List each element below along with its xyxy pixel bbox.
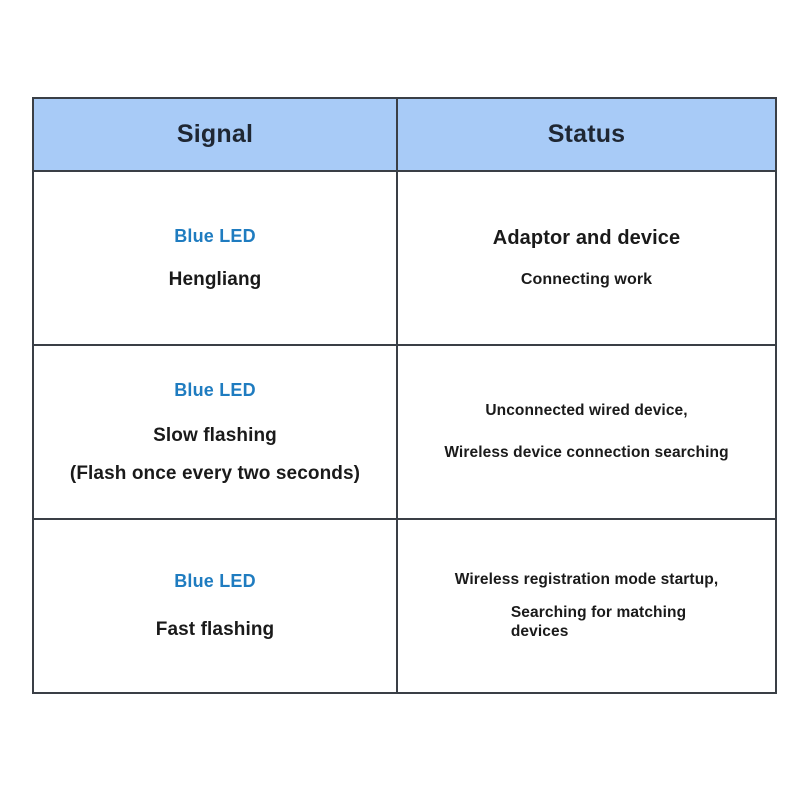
signal-description: Hengliang (168, 268, 262, 290)
signal-status-table-container: Signal Status Blue LED Hengliang Adaptor… (32, 97, 777, 694)
signal-description: Slow flashing (153, 424, 277, 446)
table-row: Blue LED Slow flashing (Flash once every… (32, 344, 777, 520)
column-header-signal: Signal (32, 97, 398, 172)
table-header-row: Signal Status (32, 97, 777, 172)
status-secondary-text: Searching for matching (510, 603, 687, 621)
table-row: Blue LED Fast flashing Wireless registra… (32, 518, 777, 694)
signal-status-table: Signal Status Blue LED Hengliang Adaptor… (32, 97, 777, 694)
cell-status-row-2: Unconnected wired device, Wireless devic… (396, 344, 777, 520)
signal-description-detail: (Flash once every two seconds) (69, 462, 361, 484)
column-header-status: Status (396, 97, 777, 172)
table-row: Blue LED Hengliang Adaptor and device Co… (32, 170, 777, 346)
blue-led-label: Blue LED (174, 379, 256, 400)
status-primary-text: Unconnected wired device, (485, 402, 688, 419)
blue-led-label: Blue LED (174, 571, 256, 591)
cell-signal-row-3: Blue LED Fast flashing (32, 518, 398, 694)
status-primary-text: Wireless registration mode startup, (454, 570, 719, 588)
status-tertiary-text: devices (510, 623, 569, 640)
cell-status-row-1: Adaptor and device Connecting work (396, 170, 777, 346)
cell-signal-row-2: Blue LED Slow flashing (Flash once every… (32, 344, 398, 520)
cell-status-row-3: Wireless registration mode startup, Sear… (396, 518, 777, 694)
signal-description: Fast flashing (155, 619, 275, 640)
status-secondary-block: Searching for matching devices (511, 603, 686, 642)
table-header: Signal Status (32, 97, 777, 172)
cell-signal-row-1: Blue LED Hengliang (32, 170, 398, 346)
table-body: Blue LED Hengliang Adaptor and device Co… (32, 170, 777, 694)
status-secondary-text: Wireless device connection searching (444, 444, 729, 461)
blue-led-label: Blue LED (174, 225, 256, 246)
status-primary-text: Adaptor and device (492, 227, 681, 249)
status-secondary-text: Connecting work (520, 271, 653, 288)
